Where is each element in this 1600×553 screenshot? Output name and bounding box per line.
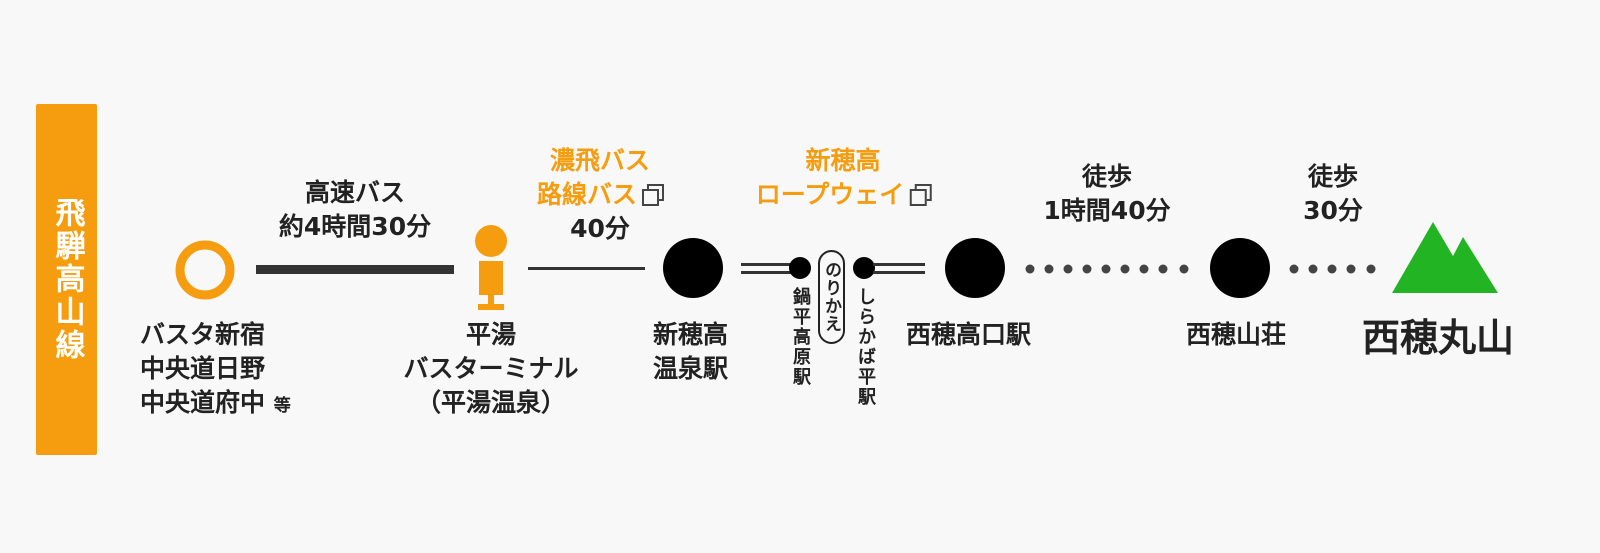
- destination-nishiho-maruyama: 西穂丸山: [1362, 316, 1515, 360]
- nohi-bus-link-line1[interactable]: 濃飛バス: [549, 146, 651, 175]
- origin-stop-ring: [175, 240, 235, 300]
- copy-icon[interactable]: [908, 183, 932, 206]
- stop-nabedaira: [789, 257, 811, 279]
- route-bus-line: [528, 267, 645, 270]
- ropeway-line-1: [741, 263, 792, 274]
- express-bus-time: 約4時間30分: [278, 212, 432, 241]
- segment-nohi-bus: 濃飛バス 路線バス 40分: [537, 144, 665, 246]
- station-basuta-line3: 中央道府中 等: [140, 388, 291, 417]
- station-hirayu-line2: バスターミナル: [403, 354, 579, 383]
- bus-stop-icon: [475, 225, 507, 310]
- nohi-bus-link-line2[interactable]: 路線バス: [537, 178, 665, 212]
- station-hirayu: 平湯 バスターミナル （平湯温泉）: [403, 318, 578, 420]
- station-basuta-line2: 中央道日野: [140, 354, 266, 383]
- station-nishihotakaguchi: 西穂高口駅: [906, 320, 1032, 349]
- stop-nishihotakaguchi: [945, 238, 1005, 298]
- ropeway-link-line1[interactable]: 新穂高: [805, 146, 881, 175]
- segment-express-bus: 高速バス 約4時間30分: [279, 176, 431, 244]
- station-shirakaba: しらかば平駅: [855, 287, 876, 407]
- walk-path-2: [1289, 264, 1376, 274]
- express-bus-line: [256, 265, 454, 274]
- line-name-badge: 飛騨高山線: [36, 104, 97, 455]
- stop-shinhotaka-onsen: [663, 238, 723, 298]
- station-basuta-suffix: 等: [273, 396, 291, 416]
- station-basuta: バスタ新宿 中央道日野 中央道府中 等: [140, 318, 291, 423]
- stop-shirakaba: [853, 257, 875, 279]
- station-hirayu-line1: 平湯: [465, 320, 517, 349]
- mountain-icon: [1392, 222, 1498, 293]
- segment-walk-2: 徒歩 30分: [1303, 160, 1363, 228]
- walk-1-label: 徒歩: [1081, 162, 1132, 191]
- segment-ropeway: 新穂高 ロープウェイ: [756, 144, 932, 212]
- ropeway-line-2: [873, 263, 925, 274]
- transfer-label: のりかえ: [821, 261, 841, 333]
- walk-2-time: 30分: [1303, 196, 1363, 225]
- station-shinhotaka-onsen-line2: 温泉駅: [653, 354, 729, 383]
- stop-nishiho-sanso: [1210, 238, 1270, 298]
- station-shinhotaka-onsen: 新穂高 温泉駅: [653, 318, 728, 386]
- station-shinhotaka-onsen-line1: 新穂高: [653, 320, 729, 349]
- segment-walk-1: 徒歩 1時間40分: [1043, 160, 1170, 228]
- walk-1-time: 1時間40分: [1043, 196, 1171, 225]
- ropeway-link-line2[interactable]: ロープウェイ: [756, 178, 932, 212]
- station-basuta-line1: バスタ新宿: [140, 320, 266, 349]
- copy-icon[interactable]: [641, 183, 665, 206]
- station-nishiho-sanso: 西穂山荘: [1186, 320, 1287, 349]
- station-nabedaira: 鍋平高原駅: [790, 287, 811, 387]
- walk-path-1: [1025, 264, 1189, 274]
- station-hirayu-line3: （平湯温泉）: [415, 388, 567, 417]
- express-bus-name: 高速バス: [304, 178, 405, 207]
- line-name: 飛騨高山線: [49, 197, 85, 362]
- walk-2-label: 徒歩: [1307, 162, 1359, 191]
- transfer-badge: のりかえ: [818, 250, 845, 344]
- nohi-bus-time: 40分: [570, 214, 630, 243]
